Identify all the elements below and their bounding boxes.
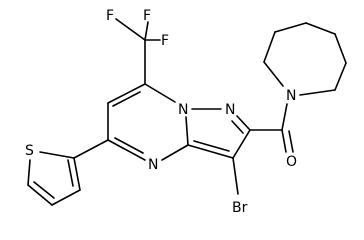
bond (236, 115, 251, 131)
bonds (27, 18, 347, 206)
atom-label: F (143, 8, 151, 24)
bond (232, 129, 251, 159)
bond (115, 18, 146, 41)
bond (281, 103, 288, 131)
bond (185, 116, 189, 146)
atom-label: O (286, 154, 297, 170)
bond (27, 184, 53, 206)
bond (144, 83, 176, 103)
atom-label: F (106, 8, 114, 24)
bond (334, 62, 347, 91)
bond (299, 89, 336, 96)
bond (263, 61, 284, 87)
bond (107, 139, 146, 161)
bond (334, 33, 347, 64)
bond (73, 139, 109, 159)
atom-label: N (286, 88, 296, 104)
chemical-structure-diagram: F F F N N N N O Br S (25, 8, 347, 216)
bond (274, 22, 307, 33)
atom-label: S (25, 143, 34, 159)
bond (231, 120, 244, 134)
atom-label: N (148, 157, 158, 173)
atom-label: N (178, 102, 188, 118)
bond (114, 137, 144, 154)
bond (107, 83, 146, 104)
bond (281, 129, 287, 153)
bond (33, 181, 55, 199)
bond (144, 21, 149, 41)
bond (73, 157, 81, 191)
bond (305, 22, 336, 35)
atom-label: F (161, 33, 169, 49)
chemical-structure-icon: F F F N N N N O Br S (25, 8, 347, 216)
bond (39, 151, 75, 159)
bond (27, 159, 31, 186)
bond (51, 189, 81, 206)
bond (288, 130, 294, 153)
bond (263, 31, 276, 63)
bond (232, 157, 239, 195)
bond (67, 159, 74, 187)
bond (187, 144, 234, 159)
bond (193, 140, 230, 152)
bond (112, 91, 141, 107)
bond (161, 144, 189, 161)
atom-label: N (225, 102, 235, 118)
atom-labels: F F F N N N N O Br S (25, 8, 297, 216)
atom-label: Br (232, 200, 248, 216)
